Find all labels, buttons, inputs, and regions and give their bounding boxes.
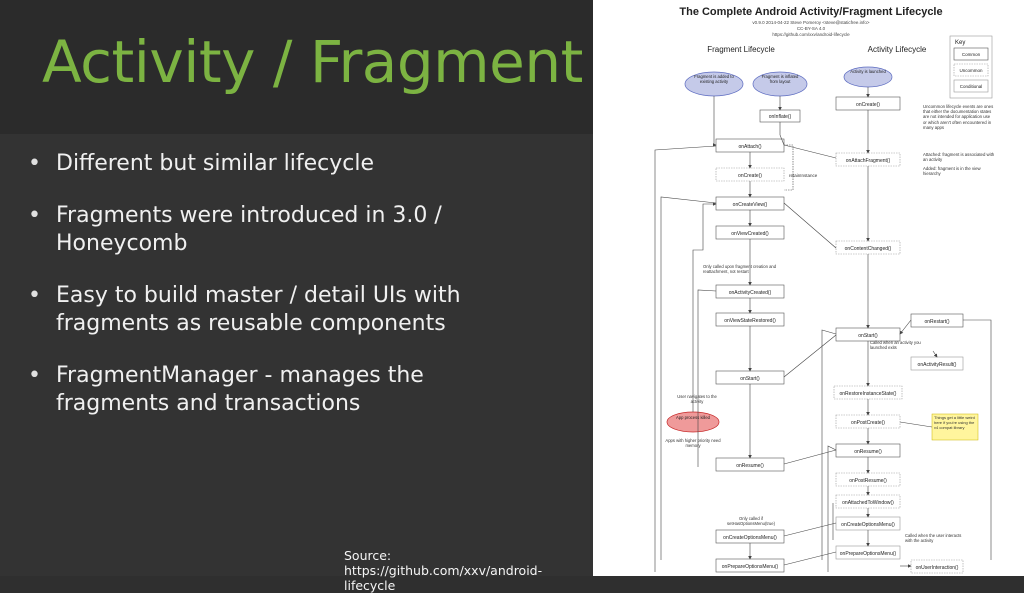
uncommon-note: Uncommon lifecycle events are ones that … — [923, 104, 995, 177]
activity-launched-label: Activity is launched — [850, 69, 886, 74]
activity-onresume-label: onResume() — [854, 449, 882, 455]
called-user-interacts-note: Called when the user interacts with the … — [905, 533, 962, 543]
activity-onpostcreate-label: onPostCreate() — [851, 420, 885, 426]
compat-library-note-box — [931, 413, 979, 441]
bullet-text: FragmentManager - manages the fragments … — [56, 363, 424, 416]
bullet-list: • Different but similar lifecycle • Fragme… — [28, 150, 508, 442]
retain-instance-note: retainInstance — [789, 173, 818, 178]
lifecycle-diagram-panel: The Complete Android Activity/Fragment L… — [593, 0, 1024, 576]
key-conditional: Conditional — [960, 84, 983, 89]
slide-text-panel: Activity / Fragment • Different but simil… — [0, 0, 593, 593]
compat-library-note: Things get a little weird here if you're… — [934, 416, 975, 430]
bullet-item: • Fragments were introduced in 3.0 / Hone… — [28, 202, 508, 258]
uncommon-note-text: Uncommon lifecycle events are ones that … — [923, 104, 994, 130]
diagram-subtitle-2: CC-BY-SA 4.0 — [797, 26, 826, 31]
bullet-dot-icon: • — [28, 283, 41, 308]
activity-oncreateoptionsmenu-label: onCreateOptionsMenu() — [841, 522, 895, 528]
title-bar: Activity / Fragment — [0, 0, 593, 134]
fragment-onactivitycreated-label: onActivityCreated() — [729, 290, 772, 296]
only-called-upon-note: Only called upon fragment creation and r… — [703, 264, 777, 274]
bullet-item: • Different but similar lifecycle — [28, 150, 508, 178]
fragment-oncreateoptionsmenu-label: onCreateOptionsMenu() — [723, 535, 777, 541]
bullet-text: Easy to build master / detail UIs with f… — [56, 283, 461, 336]
bullet-item: • FragmentManager - manages the fragments… — [28, 362, 508, 418]
activity-oncontentchanged-label: onContentChanged() — [845, 246, 892, 252]
bullet-dot-icon: • — [28, 151, 41, 176]
activity-onuserinteraction-label: onUserInteraction() — [916, 565, 959, 571]
activity-oncreate-label: onCreate() — [856, 102, 880, 108]
activity-onrestart-node — [910, 313, 964, 328]
slide-title: Activity / Fragment — [42, 28, 583, 96]
bullet-text: Fragments were introduced in 3.0 / Honey… — [56, 203, 442, 256]
called-activity-exits-note: Called when an activity you launched exi… — [870, 340, 921, 350]
fragment-inflated-label: Fragment is inflated from layout — [761, 74, 799, 84]
activity-onrestart-label: onRestart() — [924, 319, 949, 325]
activity-onstart-label: onStart() — [858, 333, 878, 339]
activity-onpostresume-label: onPostResume() — [849, 478, 887, 484]
fragment-onprepareoptionsmenu-label: onPrepareOptionsMenu() — [722, 564, 779, 570]
activity-onprepareoptionsmenu-label: onPrepareOptionsMenu() — [840, 551, 897, 557]
lifecycle-diagram: The Complete Android Activity/Fragment L… — [654, 6, 995, 574]
user-navigates-note: User navigates to the activity — [677, 394, 717, 404]
fragment-onstart-label: onStart() — [740, 376, 760, 382]
key-heading: Key — [955, 40, 965, 46]
fragment-onattach-label: onAttach() — [738, 144, 761, 150]
diagram-subtitle-1: v0.9.0 2014-04-22 Steve Pomeroy <steve@s… — [752, 20, 870, 25]
only-called-if-note: Only called if setHasOptionsMenu(true) — [727, 516, 775, 526]
fragment-onviewstaterestored-label: onViewStateRestored() — [724, 318, 776, 324]
key-common: Common — [962, 52, 981, 57]
key-uncommon: Uncommon — [959, 68, 983, 73]
attached-note-text: Attached: fragment is associated with an… — [923, 152, 995, 163]
bullet-dot-icon: • — [28, 203, 41, 228]
bullet-dot-icon: • — [28, 363, 41, 388]
bullet-text: Different but similar lifecycle — [56, 151, 375, 176]
source-caption: Source: https://github.com/xxv/android-l… — [344, 548, 543, 593]
diagram-key: Key Common Uncommon Conditional — [949, 35, 993, 99]
fragment-onviewcreated-label: onViewCreated() — [731, 231, 769, 237]
diagram-title: The Complete Android Activity/Fragment L… — [679, 6, 942, 18]
activity-onactivityresult-label: onActivityResult() — [918, 362, 957, 368]
fragment-lifecycle-heading: Fragment Lifecycle — [707, 45, 775, 54]
app-killed-label: App process killed — [676, 415, 710, 420]
fragment-oncreateview-label: onCreateView() — [733, 202, 768, 208]
fragment-oncreate-label: onCreate() — [738, 173, 762, 179]
activity-onattachedtowindow-label: onAttachedToWindow() — [842, 500, 894, 506]
fragment-oninflate-label: onInflate() — [769, 114, 792, 120]
activity-lifecycle-heading: Activity Lifecycle — [868, 45, 927, 54]
bullet-item: • Easy to build master / detail UIs with … — [28, 282, 508, 338]
fragment-added-label: Fragment is added to existing activity — [694, 74, 734, 84]
activity-onattachfragment-label: onAttachFragment() — [846, 158, 891, 164]
added-note-text: Added: fragment is in the view hierarchy — [923, 166, 981, 177]
diagram-subtitle-3: https://github.com/xxv/android-lifecycle — [772, 32, 850, 37]
activity-onrestoreinstancestate-label: onRestoreInstanceState() — [840, 391, 897, 397]
fragment-onresume-label: onResume() — [736, 463, 764, 469]
apps-higher-priority-note: Apps with higher priority need memory — [665, 438, 721, 448]
